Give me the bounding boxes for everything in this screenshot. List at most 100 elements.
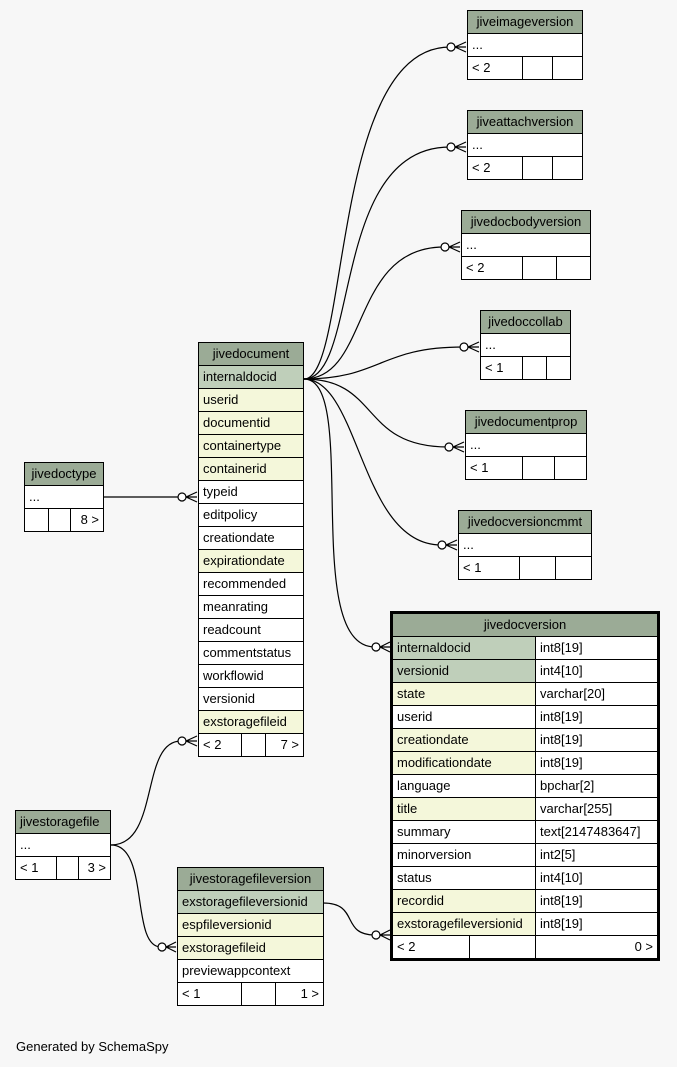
table-title: jivedoctype: [24, 462, 104, 486]
stat-parents: < 1: [480, 356, 523, 380]
stat-parents: < 1: [15, 856, 57, 880]
table-jivedocversioncmmt[interactable]: jivedocversioncmmt ... < 1: [458, 510, 592, 580]
column-title: title: [391, 797, 536, 821]
column-internaldocid: internaldocid: [198, 365, 304, 389]
edge-jivedocument-jivedoccollab: [303, 346, 464, 380]
column-recommended: recommended: [198, 572, 304, 596]
column-placeholder: ...: [15, 833, 111, 857]
column-userid: userid: [198, 388, 304, 412]
column-userid: userid: [391, 705, 536, 729]
stat-children: [556, 256, 591, 280]
stat-children: 3 >: [78, 856, 111, 880]
stat-parents: [24, 508, 49, 532]
stat-children: 7 >: [265, 733, 304, 757]
generator-credit: Generated by SchemaSpy: [16, 1039, 169, 1054]
column-editpolicy: editpolicy: [198, 503, 304, 527]
column-language: language: [391, 774, 536, 798]
column-type: int4[10]: [535, 866, 659, 890]
stat-children: 1 >: [275, 982, 324, 1006]
column-containerid: containerid: [198, 457, 304, 481]
column-versionid: versionid: [391, 659, 536, 683]
table-title: jivedoccollab: [480, 310, 571, 334]
edge-jivedocument-jivedocumentprop: [303, 378, 449, 448]
column-placeholder: ...: [467, 33, 583, 57]
column-type: int8[19]: [535, 751, 659, 775]
table-jivedocument[interactable]: jivedocument internaldocid userid docume…: [198, 342, 304, 757]
column-workflowid: workflowid: [198, 664, 304, 688]
column-exstoragefileversionid: exstoragefileversionid: [391, 912, 536, 936]
edge-jivedocument-jivedocbodyversion: [303, 246, 445, 380]
table-jivedoctype[interactable]: jivedoctype ... 8 >: [24, 462, 104, 532]
table-title: jivedocversioncmmt: [458, 510, 592, 534]
column-placeholder: ...: [465, 433, 587, 457]
column-summary: summary: [391, 820, 536, 844]
table-jiveattachversion[interactable]: jiveattachversion ... < 2: [467, 110, 583, 180]
column-status: status: [391, 866, 536, 890]
column-state: state: [391, 682, 536, 706]
stat-rows: [522, 456, 555, 480]
column-placeholder: ...: [480, 333, 571, 357]
edge-jivedocument-jivedocversioncmmt: [303, 378, 442, 546]
column-commentstatus: commentstatus: [198, 641, 304, 665]
stat-children: [555, 556, 592, 580]
table-title: jivedocument: [198, 342, 304, 366]
column-placeholder: ...: [461, 233, 591, 257]
stat-children: [552, 156, 583, 180]
stat-parents: < 1: [458, 556, 520, 580]
stat-children: 8 >: [70, 508, 104, 532]
stat-rows: [241, 982, 276, 1006]
table-title: jiveimageversion: [467, 10, 583, 34]
stat-rows: [522, 156, 553, 180]
stat-children: [552, 56, 583, 80]
stat-rows: [56, 856, 79, 880]
column-expirationdate: expirationdate: [198, 549, 304, 573]
column-type: varchar[20]: [535, 682, 659, 706]
column-placeholder: ...: [24, 485, 104, 509]
stat-children: 0 >: [535, 935, 659, 960]
column-type: text[2147483647]: [535, 820, 659, 844]
edge-jivedocument-jiveattachversion: [303, 146, 451, 380]
stat-rows: [519, 556, 556, 580]
column-recordid: recordid: [391, 889, 536, 913]
stat-rows: [522, 56, 553, 80]
table-jivestoragefileversion[interactable]: jivestoragefileversion exstoragefilevers…: [177, 867, 324, 1006]
column-exstoragefileid: exstoragefileid: [198, 710, 304, 734]
column-typeid: typeid: [198, 480, 304, 504]
stat-rows: [522, 256, 557, 280]
column-internaldocid: internaldocid: [391, 636, 536, 660]
stat-parents: < 2: [467, 56, 523, 80]
table-title: jivedocumentprop: [465, 410, 587, 434]
column-espfileversionid: espfileversionid: [177, 913, 324, 937]
column-meanrating: meanrating: [198, 595, 304, 619]
column-type: int8[19]: [535, 636, 659, 660]
column-previewappcontext: previewappcontext: [177, 959, 324, 983]
column-documentid: documentid: [198, 411, 304, 435]
edge-jivedocument-jiveimageversion: [303, 46, 451, 380]
column-type: bpchar[2]: [535, 774, 659, 798]
column-versionid: versionid: [198, 687, 304, 711]
column-readcount: readcount: [198, 618, 304, 642]
edge-jivestoragefileversion-jivedocversion: [322, 902, 376, 936]
column-type: int4[10]: [535, 659, 659, 683]
column-exstoragefileid: exstoragefileid: [177, 936, 324, 960]
table-title: jivedocversion: [391, 612, 659, 637]
table-jivedocbodyversion[interactable]: jivedocbodyversion ... < 2: [461, 210, 591, 280]
table-jivedoccollab[interactable]: jivedoccollab ... < 1: [480, 310, 571, 380]
table-jivestoragefile[interactable]: jivestoragefile ... < 1 3 >: [15, 810, 111, 880]
column-containertype: containertype: [198, 434, 304, 458]
stat-parents: < 1: [465, 456, 523, 480]
stat-rows: [48, 508, 71, 532]
column-creationdate: creationdate: [391, 728, 536, 752]
column-type: int8[19]: [535, 728, 659, 752]
stat-parents: < 1: [177, 982, 242, 1006]
table-title: jivedocbodyversion: [461, 210, 591, 234]
column-type: int8[19]: [535, 912, 659, 936]
table-jiveimageversion[interactable]: jiveimageversion ... < 2: [467, 10, 583, 80]
column-minorversion: minorversion: [391, 843, 536, 867]
table-jivedocumentprop[interactable]: jivedocumentprop ... < 1: [465, 410, 587, 480]
column-type: int2[5]: [535, 843, 659, 867]
column-type: varchar[255]: [535, 797, 659, 821]
column-exstoragefileversionid: exstoragefileversionid: [177, 890, 324, 914]
